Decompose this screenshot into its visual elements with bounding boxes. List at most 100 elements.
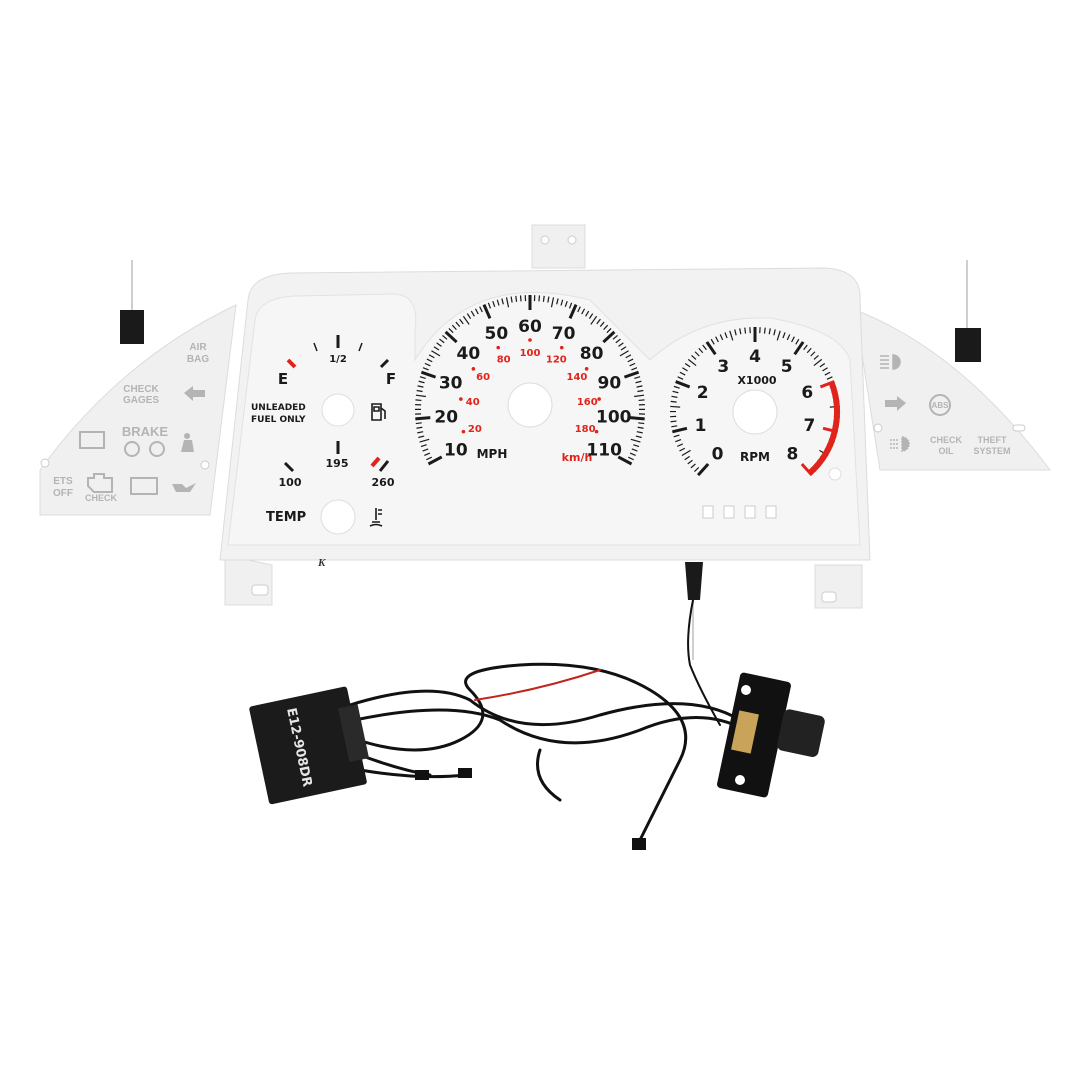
speedo-tick: [442, 334, 448, 340]
tach-tick: [677, 443, 683, 447]
speedo-tick: [462, 315, 470, 325]
speedo-tick: [448, 328, 454, 334]
tach-tick: [679, 371, 686, 376]
speedo-tick: [515, 295, 518, 302]
mph-label: 30: [439, 373, 463, 393]
speedo-tick: [602, 330, 616, 344]
speedo-tick: [415, 422, 422, 425]
mph-label: 110: [586, 440, 622, 460]
speedo-tick: [501, 298, 504, 305]
mph-label: 50: [485, 324, 509, 344]
tach-tick: [793, 341, 805, 356]
temp-max-label: 260: [372, 476, 395, 489]
speedo-tick: [416, 426, 423, 429]
speedo-tick: [618, 342, 624, 347]
speedo-tick: [629, 362, 636, 367]
temp-mid-label: 195: [326, 457, 349, 470]
speedo-tick: [422, 448, 429, 452]
battery-icon: [130, 477, 158, 495]
speedo-tick: [623, 370, 640, 379]
kmh-label: 40: [466, 397, 480, 408]
speedo-tick: [590, 315, 598, 325]
tach-tick: [687, 358, 697, 367]
speedo-tick: [577, 306, 581, 313]
kmh-label: 140: [566, 372, 587, 383]
brake-label: BRAKE: [122, 424, 169, 439]
speedo-tick: [596, 318, 601, 325]
speedo-tick: [615, 338, 621, 344]
tach-tick: [826, 376, 833, 380]
tach-tick: [705, 341, 717, 356]
tach-tick: [806, 347, 812, 354]
tach-tick: [673, 434, 680, 438]
tach-tick: [800, 463, 813, 477]
temp-gauge: 100 195 260 TEMP: [266, 441, 395, 527]
tach-tick: [782, 332, 786, 339]
speedo-tick: [638, 422, 645, 425]
speedo-tick: [636, 385, 643, 388]
tach-tick: [675, 438, 682, 443]
tach-tick: [795, 338, 800, 345]
wire-connectors: [415, 768, 646, 850]
high-beam-icon: [880, 354, 901, 370]
tach-tick: [672, 390, 679, 394]
tach-tick: [824, 371, 831, 376]
tach-tick: [803, 344, 808, 351]
tach-tick: [670, 405, 681, 408]
speedo-tick: [542, 295, 545, 302]
kmh-dot: [584, 367, 589, 371]
kmh-dot: [559, 345, 564, 350]
speedo-tick: [568, 304, 578, 319]
speedo-tick: [631, 367, 638, 371]
rpm-label: 2: [697, 383, 709, 403]
tach-tick: [684, 455, 690, 461]
speedo-tick: [470, 310, 475, 317]
check-oil-label: CHECK: [930, 435, 963, 445]
tach-tick: [697, 463, 710, 477]
mph-label: 80: [580, 344, 604, 364]
tach-tick: [819, 380, 835, 389]
speedo-tick: [637, 426, 644, 429]
mph-label: 20: [434, 407, 458, 427]
pod-wires: [131, 260, 968, 660]
speedo-tick: [420, 444, 427, 448]
speedo-tick: [433, 346, 440, 351]
tach-tick: [813, 358, 823, 367]
kmh-label: 120: [546, 354, 567, 365]
fuel-empty-label: E: [278, 370, 288, 388]
dimmer-potentiometer: [717, 672, 825, 798]
tach-tick: [734, 329, 737, 336]
tach-tick: [763, 327, 766, 334]
speedo-tick: [599, 321, 605, 328]
speedo-tick: [474, 308, 479, 315]
speedo-tick: [550, 297, 555, 308]
abs-icon: ABS: [929, 394, 951, 416]
kmh-dot: [496, 345, 501, 350]
speedo-tick: [638, 399, 645, 402]
oil-can-icon: [172, 483, 196, 492]
tach-tick: [715, 336, 719, 343]
check-engine-icon: [87, 473, 113, 493]
parking-brake-icon: [124, 441, 165, 457]
speedo-tick: [630, 438, 641, 443]
speedo-tick: [436, 342, 442, 347]
theft-system-label: THEFT: [978, 435, 1007, 445]
speedo-tick: [556, 298, 559, 305]
speedo-tick: [629, 416, 645, 421]
temp-min-label: 100: [279, 476, 302, 489]
speedo-tick: [428, 354, 435, 359]
gauge-face-panel: [219, 224, 871, 609]
unleaded-label: UNLEADED: [251, 403, 306, 413]
thermometer-icon: [369, 508, 383, 527]
redline-arc: [807, 381, 840, 476]
fog-light-icon: [890, 436, 910, 452]
speedo-tick: [637, 389, 644, 393]
speedo-tick: [635, 435, 642, 439]
speedo-tick: [420, 370, 437, 379]
mph-label: 100: [596, 407, 632, 427]
mph-label: 90: [597, 373, 621, 393]
